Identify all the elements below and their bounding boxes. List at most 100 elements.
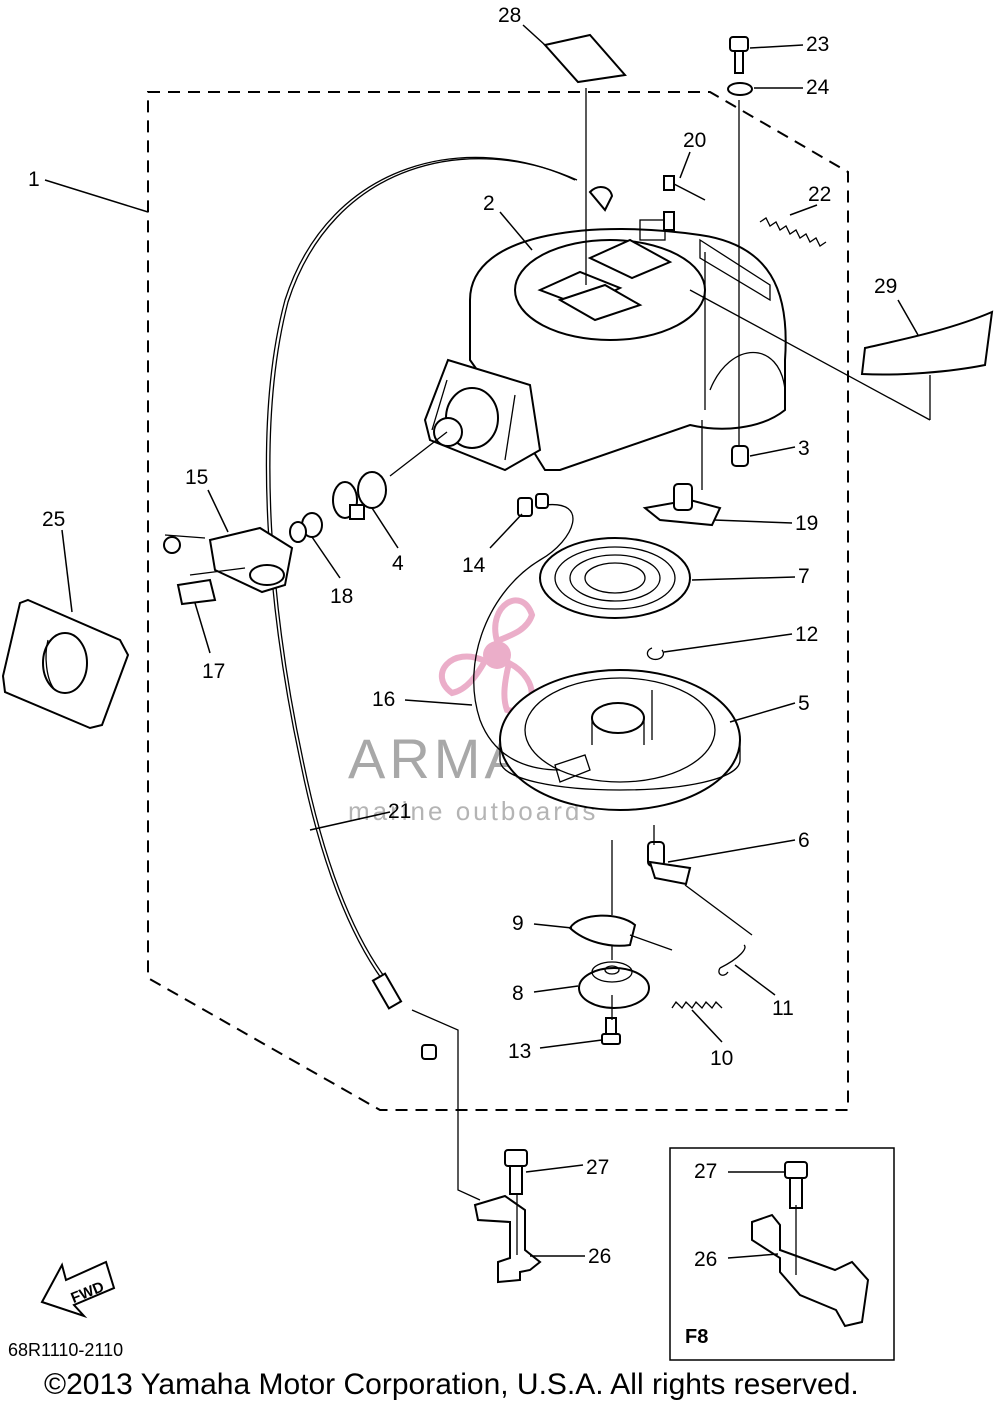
svg-text:11: 11: [772, 997, 794, 1020]
svg-text:17: 17: [202, 660, 225, 683]
svg-text:8: 8: [512, 982, 524, 1005]
copyright-notice: ©2013 Yamaha Motor Corporation, U.S.A. A…: [44, 1368, 859, 1401]
inset-callout-26: 26: [694, 1248, 779, 1271]
callout-28: 28: [498, 4, 546, 46]
part-29-shape: [860, 310, 994, 376]
svg-text:15: 15: [185, 466, 208, 489]
part-25-shape: [1, 598, 130, 730]
callout-11: 11: [734, 964, 794, 1020]
callout-21: 21: [309, 800, 411, 831]
callout-9: 9: [512, 912, 573, 935]
part-24-shape: [727, 82, 753, 96]
svg-text:9: 9: [512, 912, 524, 935]
svg-text:18: 18: [330, 585, 353, 608]
part-16-shape: [473, 504, 574, 771]
part-19-shape: [642, 483, 722, 527]
svg-text:19: 19: [795, 512, 818, 535]
propeller-logo-icon: [438, 597, 536, 714]
callout-4: 4: [371, 507, 404, 575]
inset-f8: 27 26 F8: [669, 1147, 895, 1361]
part-17-shape: [176, 567, 246, 606]
part-22-shape: [759, 217, 827, 247]
callout-3: 3: [749, 437, 810, 460]
svg-text:14: 14: [462, 554, 486, 577]
svg-text:2: 2: [483, 192, 495, 215]
callout-25: 25: [42, 508, 73, 613]
part-2-shape: [469, 219, 787, 471]
svg-text:6: 6: [798, 829, 810, 852]
callout-10: 10: [691, 1009, 733, 1070]
svg-text:4: 4: [392, 552, 404, 575]
callout-26: 26: [530, 1245, 611, 1268]
svg-text:3: 3: [798, 437, 810, 460]
callout-16: 16: [372, 688, 473, 711]
svg-text:26: 26: [588, 1245, 611, 1268]
part-15-shape: [163, 526, 294, 594]
svg-text:12: 12: [795, 623, 818, 646]
svg-text:22: 22: [808, 183, 831, 206]
assembly-boundary: [147, 91, 849, 1111]
callout-19: 19: [713, 512, 818, 535]
callout-18: 18: [311, 536, 353, 608]
svg-text:23: 23: [806, 33, 829, 56]
inset-label: F8: [685, 1326, 708, 1348]
callout-1: 1: [28, 168, 149, 213]
callout-27: 27: [525, 1156, 609, 1179]
svg-text:28: 28: [498, 4, 521, 27]
inset-bolt-shape: [784, 1161, 808, 1209]
part-26-shape: [473, 1194, 542, 1284]
part-12-shape: [646, 647, 665, 661]
callout-14: 14: [462, 513, 523, 577]
fwd-arrow-icon: FWD: [40, 1260, 116, 1319]
part-21-shape: [265, 156, 576, 991]
callout-12: 12: [663, 623, 818, 653]
part-7-shape: [539, 537, 691, 619]
callout-2: 2: [483, 192, 533, 251]
part-13-shape: [601, 1017, 621, 1045]
svg-text:24: 24: [806, 76, 830, 99]
callout-6: 6: [667, 829, 810, 863]
svg-text:10: 10: [710, 1047, 733, 1070]
callout-24: 24: [754, 76, 830, 99]
callout-29: 29: [874, 275, 919, 336]
svg-text:26: 26: [694, 1248, 717, 1271]
part-14-shape: [517, 493, 549, 517]
callout-7: 7: [691, 565, 810, 588]
svg-text:7: 7: [798, 565, 810, 588]
part-4-shape: [332, 431, 448, 520]
inset-bracket-shape: [751, 1213, 870, 1328]
inset-callout-27: 27: [694, 1160, 785, 1183]
handle-guide-shape: [423, 358, 542, 472]
part-11-shape: [718, 944, 746, 976]
callout-22: 22: [789, 183, 831, 216]
part-20-shape: [663, 175, 675, 231]
callout-20: 20: [673, 129, 706, 201]
part-5-shape: [499, 669, 741, 811]
watermark-tagline: marine outboards: [348, 796, 598, 826]
svg-text:20: 20: [683, 129, 706, 152]
svg-text:21: 21: [388, 800, 411, 823]
callout-8: 8: [512, 982, 579, 1005]
part-9-shape: [568, 914, 637, 947]
callout-17: 17: [194, 602, 225, 683]
part-10-shape: [671, 1000, 723, 1010]
svg-text:1: 1: [28, 168, 40, 191]
part-6-shape: [647, 841, 692, 886]
svg-text:27: 27: [694, 1160, 717, 1183]
part-3-shape: [731, 445, 749, 467]
part-8-shape: [578, 961, 650, 1009]
callout-5: 5: [729, 692, 810, 723]
part-28-shape: [543, 33, 627, 84]
svg-text:5: 5: [798, 692, 810, 715]
callout-15: 15: [185, 466, 229, 533]
part-27-shape: [504, 1149, 528, 1195]
drawing-code: 68R1110-2110: [8, 1340, 123, 1360]
svg-text:25: 25: [42, 508, 65, 531]
svg-text:16: 16: [372, 688, 395, 711]
svg-text:13: 13: [508, 1040, 531, 1063]
callout-23: 23: [749, 33, 829, 56]
callout-13: 13: [508, 1039, 603, 1063]
part-23-shape: [729, 36, 749, 74]
svg-text:27: 27: [586, 1156, 609, 1179]
